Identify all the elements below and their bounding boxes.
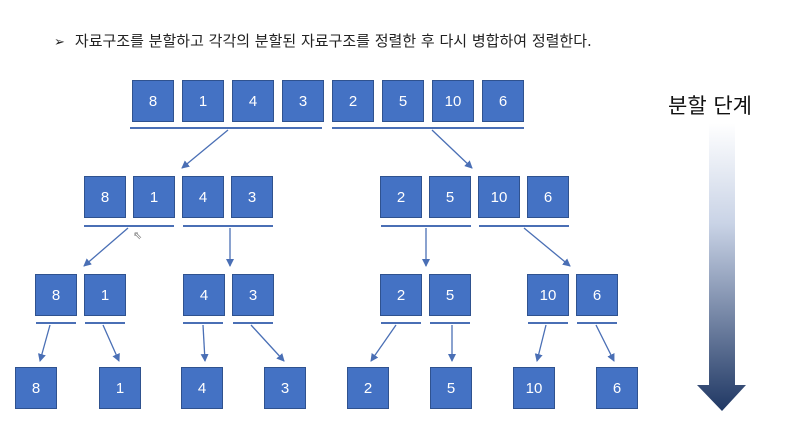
split-arrow [595,324,615,362]
split-arrow [83,227,129,267]
level3-box: 10 [513,367,555,409]
level0-box: 8 [132,80,174,122]
level0-box: 10 [432,80,474,122]
level2-box: 4 [183,274,225,316]
description-label: 자료구조를 분할하고 각각의 분할된 자료구조를 정렬한 후 다시 병합하여 정… [74,32,592,50]
split-arrow [250,324,285,362]
level0-box: 6 [482,80,524,122]
level2-box: 5 [429,274,471,316]
level1-box: 4 [182,176,224,218]
level2-box: 2 [380,274,422,316]
level1-box: 1 [133,176,175,218]
split-line [577,322,617,324]
level0-box: 5 [382,80,424,122]
split-line [381,225,471,227]
phase-label: 분할 단계 [668,94,752,118]
level1-box: 5 [429,176,471,218]
level0-box: 1 [182,80,224,122]
level2-box: 1 [84,274,126,316]
level3-box: 1 [99,367,141,409]
level3-box: 3 [264,367,306,409]
split-line [479,225,569,227]
level3-box: 8 [15,367,57,409]
split-arrow [370,324,397,362]
split-line [430,322,470,324]
level2-box: 3 [232,274,274,316]
level1-box: 6 [527,176,569,218]
split-arrow [523,227,571,267]
split-arrow [534,324,547,362]
split-line [84,225,174,227]
split-line [36,322,76,324]
level2-box: 10 [527,274,569,316]
split-arrow [431,129,473,169]
description-text: ➢ 자료구조를 분할하고 각각의 분할된 자료구조를 정렬한 후 다시 병합하여 … [54,30,592,51]
split-line [85,322,125,324]
level0-box: 2 [332,80,374,122]
level1-box: 2 [380,176,422,218]
level2-box: 6 [576,274,618,316]
split-line [130,127,322,129]
level0-box: 3 [282,80,324,122]
level3-box: 4 [181,367,223,409]
bullet-icon: ➢ [54,35,65,50]
level3-box: 5 [430,367,472,409]
level2-box: 8 [35,274,77,316]
level3-box: 6 [596,367,638,409]
level1-box: 3 [231,176,273,218]
split-line [233,322,273,324]
split-line [381,322,421,324]
phase-arrow-icon [697,123,746,411]
split-line [183,322,223,324]
split-arrow [38,324,51,362]
split-line [332,127,524,129]
level0-box: 4 [232,80,274,122]
split-arrow [200,324,209,362]
split-line [528,322,568,324]
mouse-pointer-icon: ⇖ [133,229,143,242]
split-arrow [181,129,229,169]
level3-box: 2 [347,367,389,409]
level1-box: 10 [478,176,520,218]
split-line [183,225,273,227]
level1-box: 8 [84,176,126,218]
split-arrow [102,324,120,362]
